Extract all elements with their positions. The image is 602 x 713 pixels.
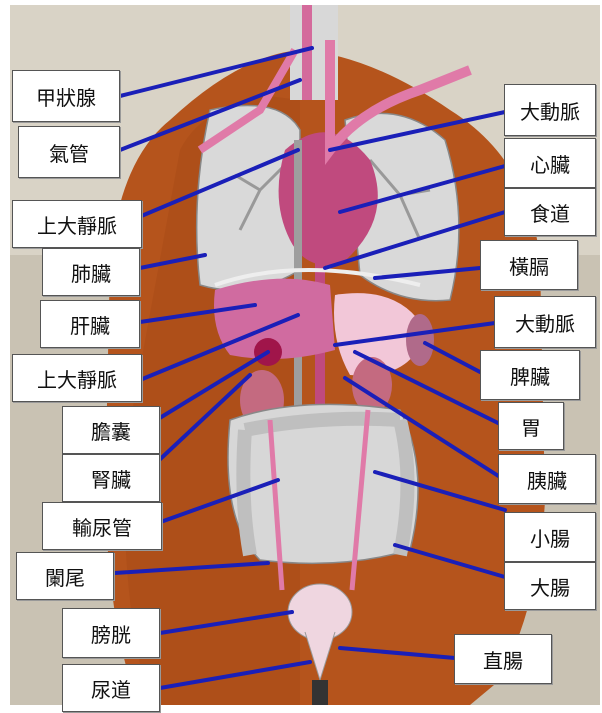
label-large-intestine: 大腸 <box>504 562 596 610</box>
label-ivc: 上大靜脈 <box>12 354 142 402</box>
label-thyroid: 甲狀腺 <box>12 70 120 122</box>
label-liver: 肝臟 <box>40 300 140 348</box>
label-bladder: 膀胱 <box>62 608 160 658</box>
label-diaphragm: 橫膈 <box>480 240 578 290</box>
label-spleen: 脾臟 <box>480 350 580 400</box>
label-small-intestine: 小腸 <box>504 512 596 562</box>
label-trachea: 氣管 <box>18 126 120 178</box>
label-appendix: 闌尾 <box>16 552 114 600</box>
label-urethra: 尿道 <box>62 664 160 712</box>
label-gallbladder: 膽囊 <box>62 406 160 454</box>
label-kidney: 腎臟 <box>62 454 160 502</box>
label-aorta-upper: 大動脈 <box>504 84 596 136</box>
label-aorta-lower: 大動脈 <box>494 296 596 348</box>
label-rectum: 直腸 <box>454 634 552 684</box>
label-heart: 心臟 <box>504 138 596 188</box>
label-lung: 肺臟 <box>42 248 140 296</box>
label-esophagus: 食道 <box>504 188 596 236</box>
label-pancreas: 胰臟 <box>498 454 596 504</box>
label-stomach: 胃 <box>498 402 564 450</box>
label-svc-upper: 上大靜脈 <box>12 200 142 248</box>
bladder-shape <box>288 584 352 640</box>
label-ureter: 輸尿管 <box>42 502 162 550</box>
